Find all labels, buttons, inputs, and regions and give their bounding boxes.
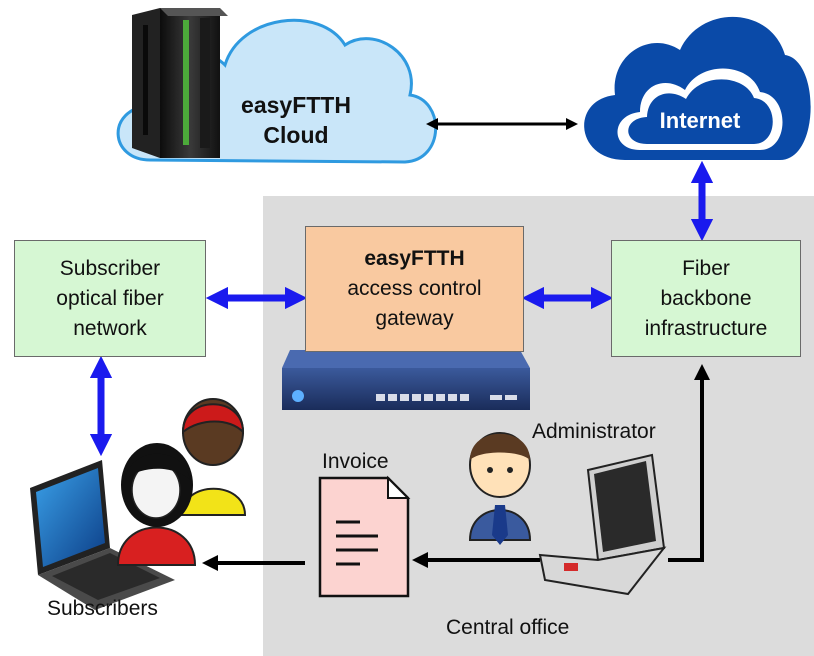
backbone-box-line3: infrastructure [644,316,768,340]
gateway-box-line3: gateway [375,307,454,330]
administrator-person-icon [468,432,532,545]
cloud-label-line2: Cloud [263,122,329,148]
backbone-box-line2: backbone [660,286,752,310]
subscriber-person-male-icon [180,398,247,516]
administrator-laptop-icon [538,453,667,596]
internet-cloud-icon [584,16,811,161]
subscriber-box-line3: network [73,316,147,340]
internet-label: Internet [659,108,741,133]
subscriber-box-line2: optical fiber [56,286,164,310]
administrator-label: Administrator [532,420,656,443]
gateway-box-line2: access control [347,277,482,300]
router-appliance-icon [282,350,530,410]
backbone-box-line1: Fiber [682,256,730,280]
invoice-document-icon [318,475,411,598]
access-control-gateway-box: easyFTTH access control gateway [305,226,524,352]
gateway-box-line1: easyFTTH [364,247,465,270]
subscriber-fiber-network-box: Subscriber optical fiber network [14,240,206,357]
subscriber-box-line1: Subscriber [59,256,161,280]
arrow-admin-backbone [668,364,710,562]
easyftth-cloud-label: easyFTTH Cloud [236,90,356,150]
central-office-label: Central office [446,616,570,639]
cloud-label-line1: easyFTTH [241,92,351,118]
invoice-label: Invoice [322,450,389,473]
server-rack-icon [132,8,228,158]
fiber-backbone-box: Fiber backbone infrastructure [611,240,801,357]
subscriber-person-female-icon [116,443,197,566]
subscribers-label: Subscribers [47,597,158,620]
